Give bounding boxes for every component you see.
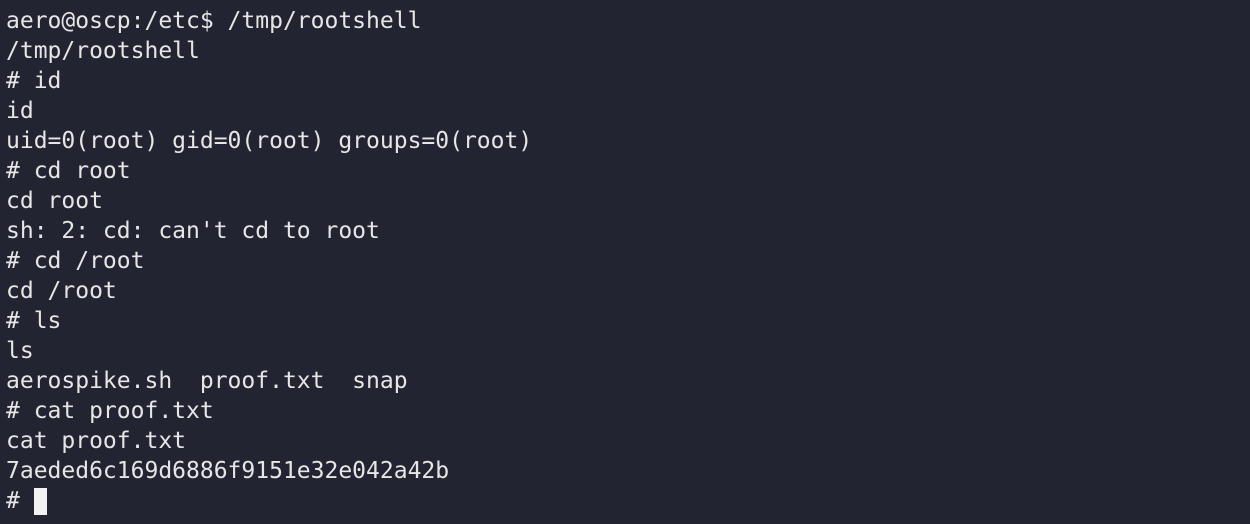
terminal-line: # cat proof.txt (6, 398, 214, 424)
terminal-line: ls (6, 338, 34, 364)
terminal-line: # id (6, 68, 62, 94)
terminal-line: cd /root (6, 278, 117, 304)
terminal-line: # cd root (6, 158, 131, 184)
text-cursor (33, 487, 47, 515)
terminal-line: 7aeded6c169d6886f9151e32e042a42b (6, 458, 450, 484)
terminal-line: /tmp/rootshell (6, 38, 200, 64)
terminal-line: uid=0(root) gid=0(root) groups=0(root) (6, 128, 533, 154)
terminal-line: sh: 2: cd: can't cd to root (6, 218, 380, 244)
terminal-line: cat proof.txt (6, 428, 187, 454)
terminal-line: aero@oscp:/etc$ /tmp/rootshell (6, 8, 422, 34)
terminal-line: # cd /root (6, 248, 145, 274)
terminal-line: id (6, 98, 34, 124)
terminal-line: # ls (6, 308, 62, 334)
shell-prompt: # (6, 488, 34, 514)
active-prompt-line[interactable]: # (6, 486, 1250, 516)
terminal-line: aerospike.sh proof.txt snap (6, 368, 408, 394)
terminal-line: cd root (6, 188, 103, 214)
